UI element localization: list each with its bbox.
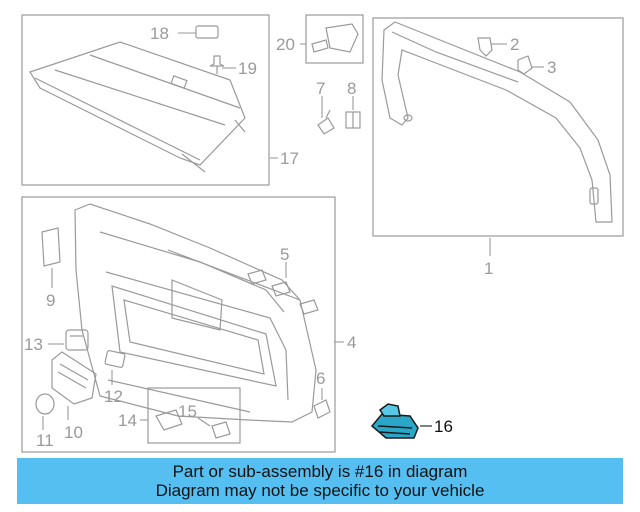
callout-8: 8	[347, 79, 356, 98]
callout-20: 20	[276, 35, 295, 54]
callout-19: 19	[238, 59, 257, 78]
callout-1: 1	[484, 259, 493, 278]
part-info-banner: Part or sub-assembly is #16 in diagram D…	[17, 458, 623, 504]
push-pin-19-part	[209, 55, 225, 74]
callout-15: 15	[178, 402, 197, 421]
panel-box-20	[305, 14, 364, 64]
switch-13-part	[65, 329, 89, 351]
cargo-cover-part	[29, 41, 246, 173]
highlighted-part-16[interactable]	[370, 403, 419, 439]
callout-17: 17	[280, 149, 299, 168]
clip-2-part	[477, 37, 493, 57]
callout-7: 7	[316, 79, 325, 98]
clip-18-part	[195, 25, 219, 39]
callout-4: 4	[347, 333, 356, 352]
panel-box-4	[21, 196, 336, 453]
cover-10-part	[51, 351, 97, 405]
bracket-20-part	[311, 23, 359, 53]
cover-9-part	[41, 227, 61, 267]
panel-box-14	[147, 387, 241, 444]
callout-14: 14	[118, 411, 137, 430]
clip-6-part	[313, 399, 331, 419]
callout-10: 10	[64, 423, 83, 442]
lamp-14-part	[155, 409, 183, 431]
trim-frame-part	[381, 21, 613, 223]
cap-12-part	[104, 350, 126, 368]
banner-line-2: Diagram may not be specific to your vehi…	[155, 481, 485, 500]
bulb-15-part	[211, 421, 231, 439]
callout-6: 6	[316, 369, 325, 388]
liftgate-trim-part	[74, 203, 317, 423]
leader-lines	[42, 32, 544, 430]
callout-5: 5	[280, 245, 289, 264]
callout-9: 9	[46, 291, 55, 310]
clip-8-part	[345, 111, 361, 129]
callout-labels: 1 2 3 4 5 6 7 8 9 10 11 12 13 14 15 16 1…	[24, 24, 556, 450]
callout-18: 18	[150, 24, 169, 43]
callout-2: 2	[510, 35, 519, 54]
cap-11-part	[35, 393, 55, 415]
callout-13: 13	[24, 335, 43, 354]
callout-11: 11	[36, 431, 54, 450]
panel-box-17	[21, 14, 270, 186]
callout-12: 12	[104, 387, 123, 406]
banner-line-1: Part or sub-assembly is #16 in diagram	[172, 462, 468, 481]
callout-3: 3	[547, 58, 556, 77]
screw-7-part	[317, 109, 335, 135]
panel-box-1	[372, 17, 624, 237]
clip-5-part	[247, 269, 319, 315]
clip-3-part	[517, 55, 533, 75]
callout-16: 16	[434, 417, 453, 436]
